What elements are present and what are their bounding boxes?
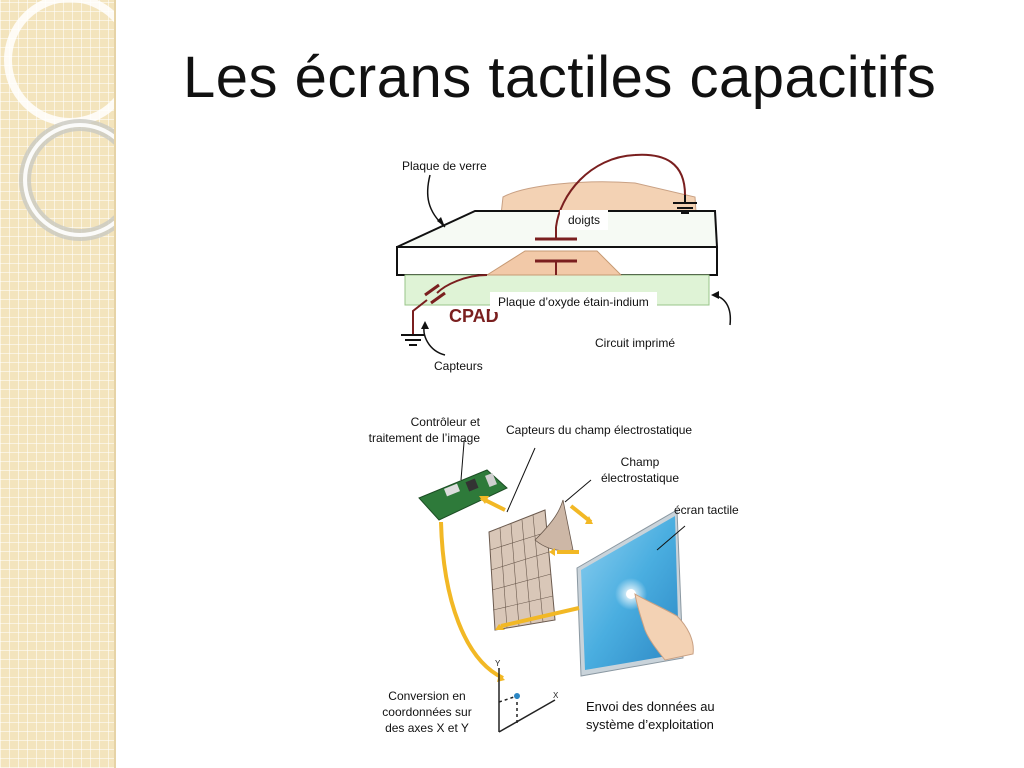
label-doigts: doigts (560, 210, 609, 230)
hand-icon (634, 593, 694, 661)
label-controleur: Contrôleur et traitement de l’image (368, 415, 480, 445)
axis-y-label: Y (495, 659, 501, 668)
decorative-circles (4, 0, 114, 241)
label-envoi: Envoi des données au système d’exploitat… (586, 699, 715, 732)
ito-plate (485, 250, 623, 276)
label-capteurs: Capteurs (434, 359, 483, 373)
label-capteurs-champ: Capteurs du champ électrostatique (506, 423, 693, 437)
controller-board-icon (418, 469, 508, 521)
ground-icon (673, 195, 697, 214)
cpad-label: CPAD (449, 306, 499, 326)
label-conversion: Conversion en coordonnées sur des axes X… (382, 689, 472, 735)
axis-x-label: X (553, 691, 559, 700)
touch-pipeline-diagram: Y X (418, 440, 694, 733)
slide-title: Les écrans tactiles capacitifs (183, 45, 937, 110)
decorative-sidebar (0, 0, 116, 768)
label-plaque-verre: Plaque de verre (402, 159, 487, 173)
ground-icon-2 (401, 334, 425, 346)
label-circuit-imprime: Circuit imprimé (595, 336, 676, 350)
flow-arrows (439, 496, 593, 680)
label-plaque-oxyde: Plaque d’oxyde étain-indium (490, 292, 657, 312)
label-ecran-tactile: écran tactile (674, 503, 739, 517)
label-champ: Champ électrostatique (600, 455, 680, 485)
xy-axes-icon (498, 668, 556, 733)
electrostatic-field-mesh-icon (488, 499, 574, 631)
